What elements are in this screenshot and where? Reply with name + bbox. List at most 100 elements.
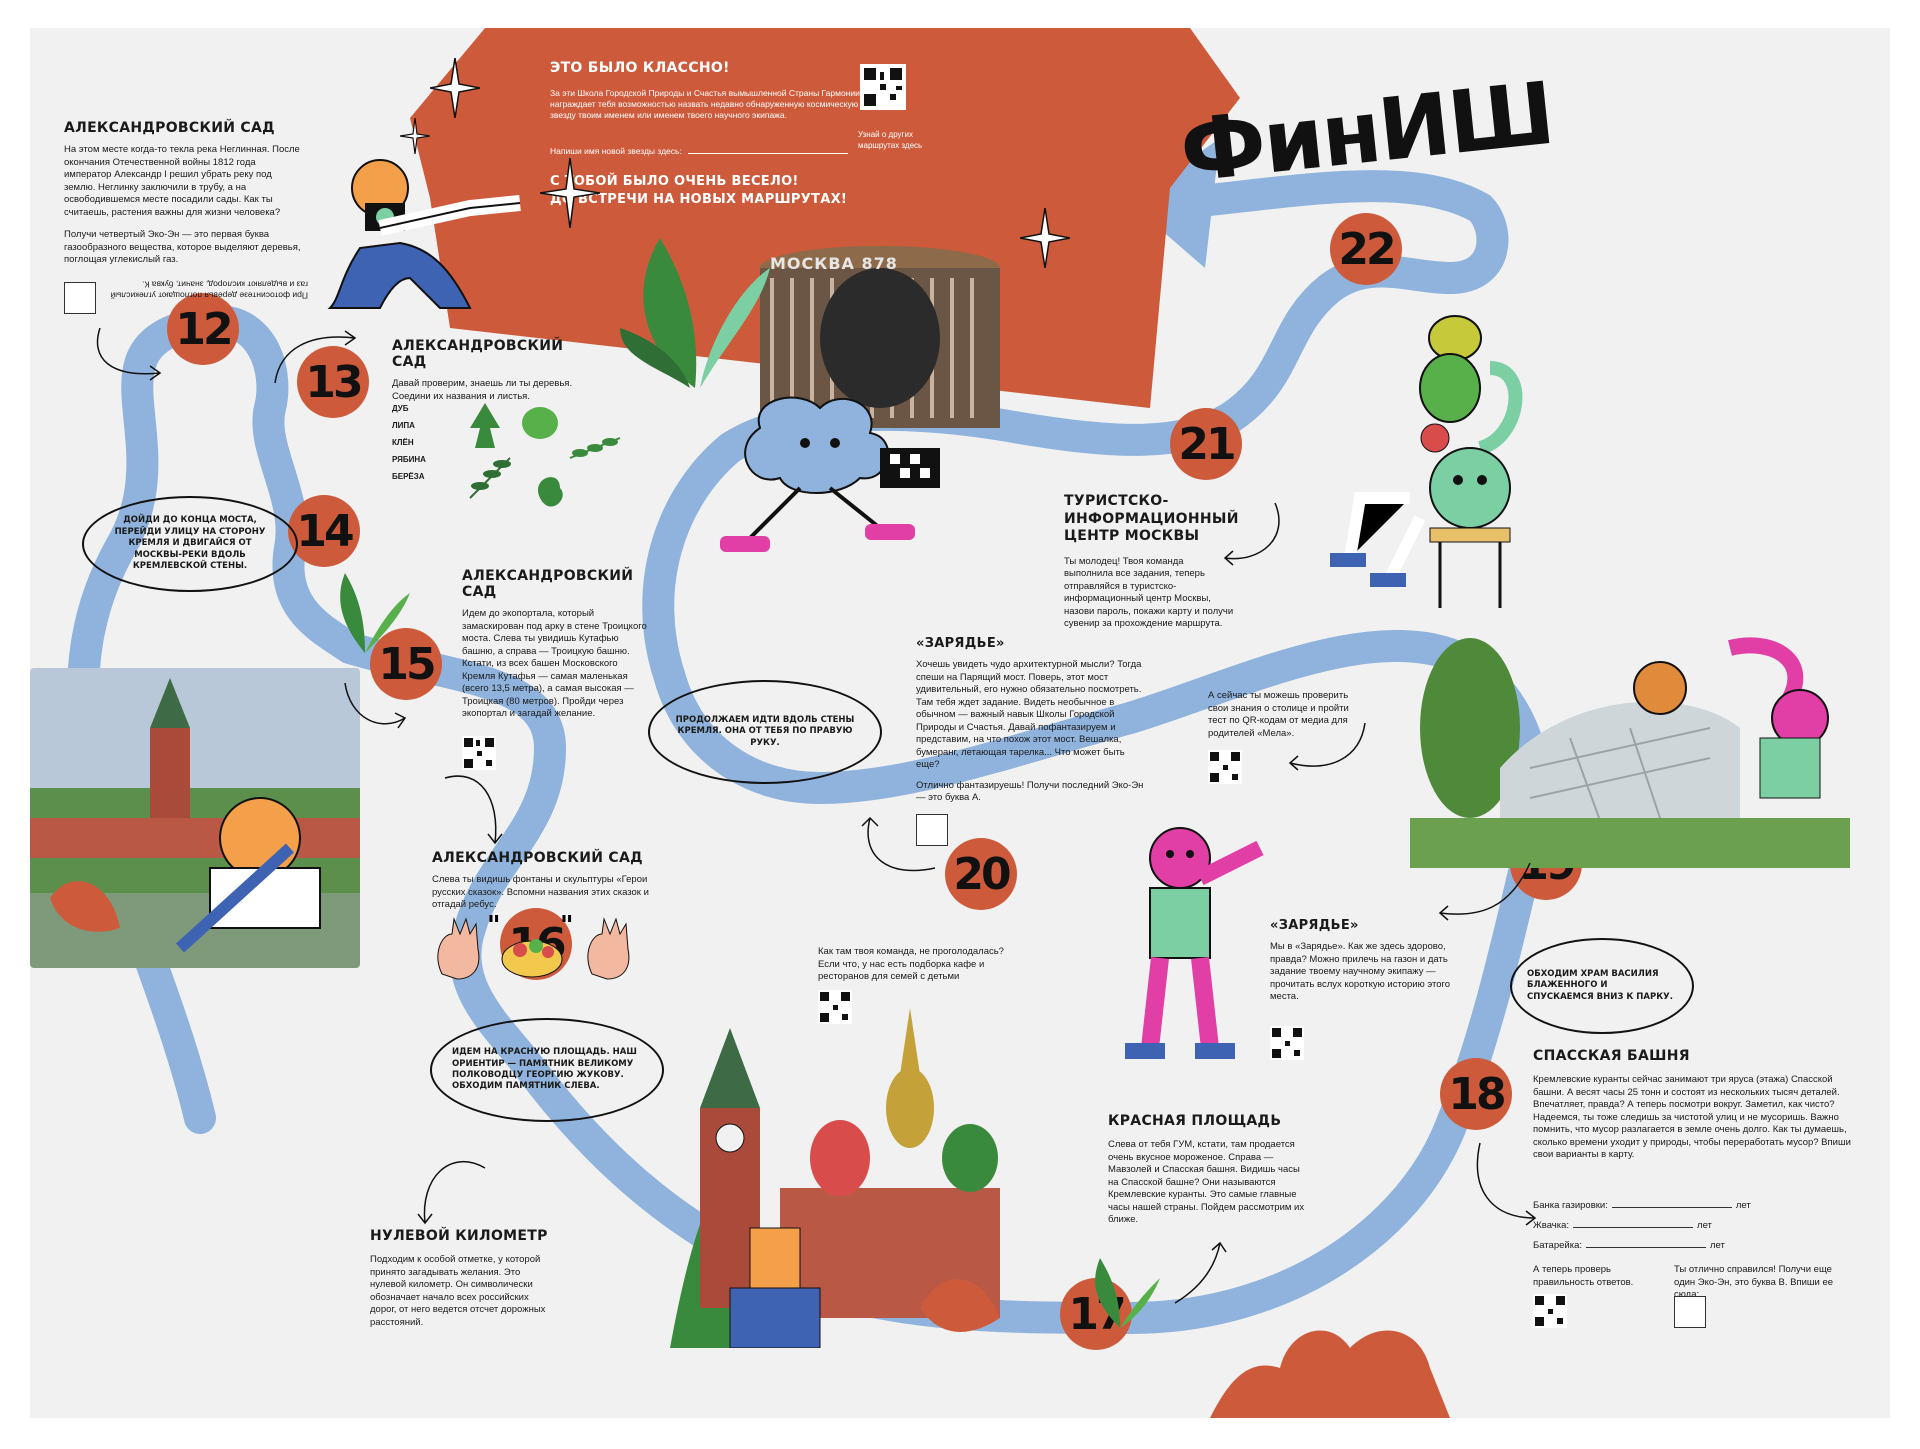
routes-qr-code[interactable]: [860, 64, 906, 110]
banner-farewell: С ТОБОЙ БЫЛО ОЧЕНЬ ВЕСЕЛО! ДО ВСТРЕЧИ НА…: [550, 173, 847, 208]
arrow-icon: [274, 330, 357, 384]
answer-box-k[interactable]: [64, 282, 96, 314]
zaryadye-1-title: «ЗАРЯДЬЕ»: [1270, 918, 1359, 933]
zaryadye-2-title: «ЗАРЯДЬЕ»: [916, 636, 1005, 651]
sad-grotto-text: Идем до экопортала, который замаскирован…: [462, 608, 647, 720]
sparkle-icon: [1020, 208, 1070, 268]
sad-grotto-block: АЛЕКСАНДРОВСКИЙ САД Идем до экопортала, …: [462, 568, 652, 721]
gum-row[interactable]: Жвачка: лет: [1533, 1216, 1793, 1236]
qr-pattern: [864, 68, 902, 106]
answer-line[interactable]: [1586, 1247, 1706, 1248]
photographer-illustration: [327, 159, 521, 309]
note-cathedral-text: ОБХОДИМ ХРАМ ВАСИЛИЯ БЛАЖЕННОГО И СПУСКА…: [1527, 968, 1673, 1002]
sad-grotto-title: АЛЕКСАНДРОВСКИЙ САД: [462, 568, 634, 600]
maple-leaf-icon: [470, 403, 500, 448]
tree-name[interactable]: ДУБ: [392, 404, 409, 413]
sparkle-icon: [540, 158, 600, 228]
kremlin-tower-drawing: [30, 678, 360, 953]
grotto-qr-code[interactable]: [462, 736, 496, 770]
star-name-line: [688, 153, 849, 154]
row-label: Батарейка:: [1533, 1240, 1582, 1251]
battery-row[interactable]: Батарейка: лет: [1533, 1236, 1793, 1256]
sad-intro-title: АЛЕКСАНДРОВСКИЙ САД: [64, 120, 275, 136]
star-name-field[interactable]: Напиши имя новой звезды здесь:: [550, 146, 910, 157]
arrow-icon: [1438, 862, 1531, 921]
answer-box-a[interactable]: [916, 814, 948, 846]
answers-qr-code[interactable]: [1533, 1294, 1567, 1328]
row-unit: лет: [1697, 1220, 1712, 1231]
linden-leaf-icon: [522, 407, 558, 439]
hand-icon: [437, 917, 480, 980]
stop-13-badge: 13: [297, 346, 369, 418]
sad-fountain-title: АЛЕКСАНДРОВСКИЙ САД: [432, 850, 643, 866]
row-unit: лет: [1710, 1240, 1725, 1251]
zero-km-block: НУЛЕВОЙ КИЛОМЕТР Подходим к особой отмет…: [370, 1228, 550, 1329]
arrow-icon: [444, 775, 503, 845]
zaryadye-qr-code[interactable]: [1270, 1026, 1304, 1060]
stop-22-badge: 22: [1330, 213, 1402, 285]
quiz-qr-code[interactable]: [1208, 750, 1242, 784]
note-wall: ПРОДОЛЖАЕМ ИДТИ ВДОЛЬ СТЕНЫ КРЕМЛЯ. ОНА …: [648, 680, 882, 784]
pavilion-illustration: МОСКВА 878: [740, 228, 1020, 438]
zaryadye-park-photo: [1410, 628, 1850, 868]
kremlin-garden-photo: [30, 668, 360, 968]
answer-line[interactable]: [1573, 1227, 1694, 1228]
red-square-illustration: [670, 988, 1050, 1349]
decomposition-form: Банка газировки:лет Жвачка: лет Батарейка…: [1533, 1196, 1793, 1256]
sad-fountain-text: Слева ты видишь фонтаны и скульптуры «Ге…: [432, 874, 649, 911]
pink-character-illustration: [1125, 827, 1264, 1059]
arrow-icon: [1223, 502, 1280, 566]
routes-qr-caption: Узнай о других маршрутах здесь: [858, 130, 923, 150]
hand-icon: [587, 917, 630, 980]
sad-trees-block: АЛЕКСАНДРОВСКИЙ САД Давай проверим, знае…: [392, 338, 592, 403]
sad-trees-text: Давай проверим, знаешь ли ты деревья. Со…: [392, 378, 573, 402]
soda-can-row[interactable]: Банка газировки:лет: [1533, 1196, 1793, 1216]
note-red-square-text: ИДЕМ НА КРАСНУЮ ПЛОЩАДЬ. НАШ ОРИЕНТИР — …: [452, 1047, 637, 1092]
sad-intro-text: На этом месте когда-то текла река Неглин…: [64, 144, 300, 218]
tree-leaves-illustration: [469, 403, 621, 507]
banner-title: ЭТО БЫЛО КЛАССНО!: [550, 60, 730, 76]
pavilion-drawing: [760, 246, 1000, 428]
arrow-icon: [96, 328, 162, 381]
zaryadye-1-text: Мы в «Зарядье». Как же здесь здорово, пр…: [1270, 941, 1451, 1003]
map-sheet: ЭТО БЫЛО КЛАССНО! За эти Школа Городской…: [30, 28, 1890, 1418]
quiz-text: А сейчас ты можешь проверить свои знания…: [1208, 690, 1349, 739]
note-bridge-text: ДОЙДИ ДО КОНЦА МОСТА, ПЕРЕЙДИ УЛИЦУ НА С…: [114, 515, 266, 572]
sad-fountain-block: АЛЕКСАНДРОВСКИЙ САД Слева ты видишь фонт…: [432, 850, 652, 912]
zero-km-title: НУЛЕВОЙ КИЛОМЕТР: [370, 1228, 548, 1244]
spasskaya-text: Кремлевские куранты сейчас занимают три …: [1533, 1074, 1851, 1161]
stop-21-badge: 21: [1170, 408, 1242, 480]
zaryadye-2-task: Отлично фантазируешь! Получи последний Э…: [916, 779, 1144, 804]
stop-20-badge: 20: [945, 838, 1017, 910]
note-bridge: ДОЙДИ ДО КОНЦА МОСТА, ПЕРЕЙДИ УЛИЦУ НА С…: [82, 496, 298, 592]
pavilion-sign: МОСКВА 878: [770, 254, 898, 273]
note-cathedral: ОБХОДИМ ХРАМ ВАСИЛИЯ БЛАЖЕННОГО И СПУСКА…: [1510, 938, 1694, 1034]
tic-title: ТУРИСТСКО-ИНФОРМАЦИОННЫЙ ЦЕНТР МОСКВЫ: [1064, 493, 1239, 544]
qr-pattern: [1270, 1026, 1304, 1060]
oak-leaf-icon: [537, 477, 563, 507]
red-square-text: Слева от тебя ГУМ, кстати, там продается…: [1108, 1139, 1305, 1226]
red-square-title: КРАСНАЯ ПЛОЩАДЬ: [1108, 1113, 1282, 1129]
answer-line[interactable]: [1611, 1207, 1732, 1208]
row-label: Жвачка:: [1533, 1220, 1570, 1231]
tree-name[interactable]: ЛИПА: [392, 421, 415, 430]
tree-names-list: ДУБ ЛИПА КЛЁН РЯБИНА БЕРЁЗА: [392, 400, 426, 485]
row-unit: лет: [1735, 1200, 1751, 1211]
answer-box-v[interactable]: [1674, 1296, 1706, 1328]
tree-name[interactable]: БЕРЁЗА: [392, 472, 425, 481]
cloud-skater-illustration: [720, 396, 940, 552]
sparkle-icon: [430, 58, 480, 118]
plant-icon: [340, 573, 410, 653]
arrow-icon: [417, 1161, 486, 1225]
svg-text:": ": [560, 914, 574, 941]
sad-intro-block: АЛЕКСАНДРОВСКИЙ САД На этом месте когда-…: [64, 120, 304, 267]
star-name-label: Напиши имя новой звезды здесь:: [550, 146, 682, 156]
stop-15-badge: 15: [370, 628, 442, 700]
zaryadye-block-2: «ЗАРЯДЬЕ» Хочешь увидеть чудо архитектур…: [916, 636, 1146, 805]
tree-name[interactable]: РЯБИНА: [392, 455, 426, 464]
cafe-qr-code[interactable]: [818, 990, 852, 1024]
tree-name[interactable]: КЛЁН: [392, 438, 414, 447]
spasskaya-title: СПАССКАЯ БАШНЯ: [1533, 1048, 1690, 1064]
rebus-illustration: " ": [437, 914, 630, 980]
